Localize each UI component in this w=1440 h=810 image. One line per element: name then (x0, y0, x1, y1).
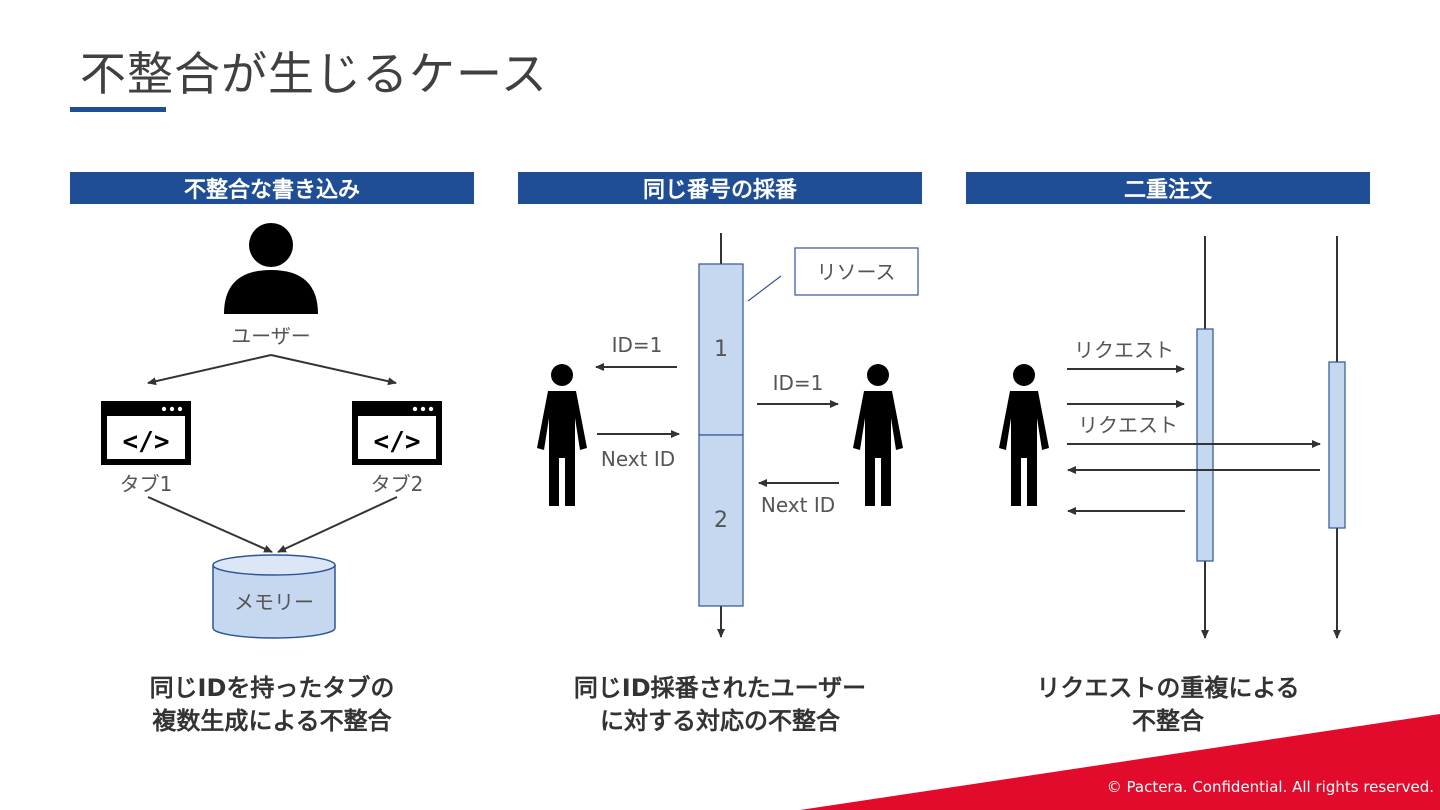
block-2-label: 2 (714, 508, 728, 533)
page-title: 不整合が生じるケース (80, 47, 548, 101)
caption-inconsistent-write: 同じIDを持ったタブの 複数生成による不整合 (70, 672, 474, 738)
caption-line: リクエストの重複による (1036, 674, 1300, 702)
arrow-user-to-tab2 (270, 354, 397, 386)
user-icon (224, 223, 318, 314)
memory-label: メモリー (234, 590, 314, 614)
resource-block-2 (698, 434, 744, 607)
code-window-icon: </> (352, 401, 442, 465)
tab1-label: タブ1 (120, 472, 173, 496)
memory-cylinder-icon (212, 554, 336, 639)
left-out-label: ID=1 (612, 333, 663, 357)
arrow-user-to-tab1 (147, 354, 272, 386)
person-icon (853, 364, 903, 506)
block-1-label: 1 (714, 337, 728, 362)
arrow-tab1-to-memory (147, 496, 273, 553)
panel-header-same-number: 同じ番号の採番 (518, 172, 922, 204)
request-1-label: リクエスト (1074, 338, 1174, 362)
request-2-label: リクエスト (1078, 413, 1178, 437)
caption-same-number: 同じID採番されたユーザー に対する対応の不整合 (518, 672, 922, 738)
panel-header-double-order: 二重注文 (966, 172, 1370, 204)
code-window-icon: </> (101, 401, 191, 465)
caption-line: 同じIDを持ったタブの (149, 674, 395, 702)
resource-callout-leader (747, 275, 782, 302)
left-in-label: Next ID (601, 447, 675, 471)
title-underline (70, 107, 166, 112)
caption-double-order: リクエストの重複による 不整合 (966, 672, 1370, 738)
arrow-tab2-to-memory (277, 496, 398, 553)
panel-header-inconsistent-write: 不整合な書き込み (70, 172, 474, 204)
caption-line: 不整合 (1132, 707, 1204, 735)
caption-line: に対する対応の不整合 (600, 707, 840, 735)
resource-label: リソース (817, 260, 896, 284)
person-icon (537, 364, 587, 506)
user-label: ユーザー (231, 324, 311, 348)
svg-text:</>: </> (374, 427, 421, 457)
tab2-label: タブ2 (371, 472, 424, 496)
resource-block-1 (698, 263, 744, 436)
svg-text:</>: </> (123, 427, 170, 457)
caption-line: 同じID採番されたユーザー (573, 674, 867, 702)
footer-red-band (800, 714, 1440, 810)
right-out-label: ID=1 (773, 371, 824, 395)
activation-bar-2 (1328, 361, 1346, 529)
person-icon (999, 364, 1049, 506)
caption-line: 複数生成による不整合 (152, 707, 392, 735)
copyright-footer: © Pactera. Confidential. All rights rese… (1106, 778, 1434, 796)
resource-callout (794, 247, 919, 296)
right-in-label: Next ID (761, 493, 835, 517)
